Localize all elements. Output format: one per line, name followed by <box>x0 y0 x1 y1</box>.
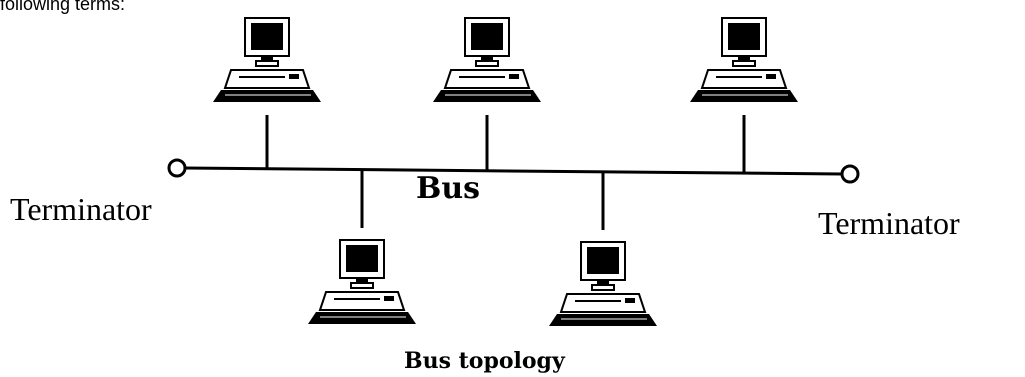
bus-line <box>183 166 843 176</box>
header-text: following terms: <box>0 0 125 14</box>
terminator-right-label: Terminator <box>818 205 960 241</box>
caption: Bus topology <box>404 348 566 374</box>
desktop-computer-icon <box>212 17 322 103</box>
desktop-computer-icon <box>432 17 542 103</box>
terminator-right-icon <box>840 164 860 184</box>
terminator-left-icon <box>167 158 187 178</box>
desktop-computer-icon <box>689 17 799 103</box>
terminator-left-label: Terminator <box>10 191 152 227</box>
bus-label: Bus <box>416 171 480 206</box>
desktop-computer-icon <box>548 241 658 327</box>
desktop-computer-icon <box>307 239 417 325</box>
